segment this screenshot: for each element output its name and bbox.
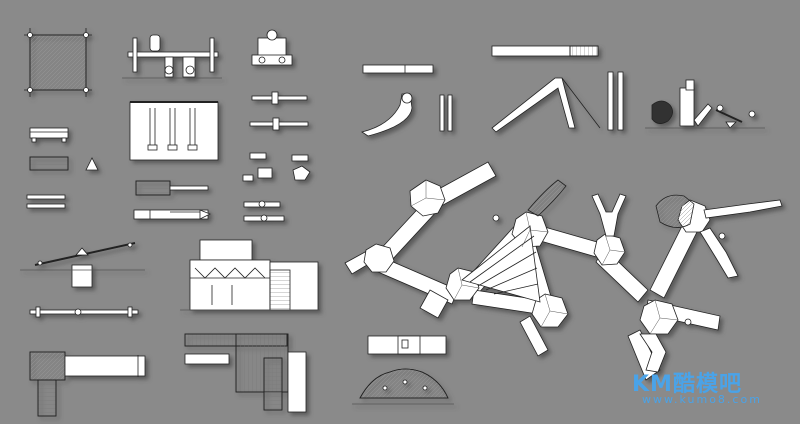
slide-elevation-short — [361, 92, 453, 137]
spring-bench-side — [135, 180, 209, 196]
balance-beam-2 — [249, 117, 309, 131]
bench-elevation — [29, 127, 69, 143]
spring-rider-top — [251, 29, 293, 66]
bench-plan — [29, 156, 99, 171]
playset-elevation — [645, 79, 765, 129]
watermark: KM酷模吧 www.kumo8.com — [632, 366, 782, 416]
balance-beam-1 — [251, 91, 308, 105]
seesaw-plan — [29, 306, 139, 318]
slide-elevation-long — [491, 71, 624, 133]
swing-elevation — [122, 34, 222, 79]
rock-climber — [352, 368, 454, 405]
bench-rails — [26, 194, 66, 209]
clubhouse-elevation — [180, 239, 320, 311]
spring-rider-plan — [243, 200, 285, 222]
slide-plan-long — [491, 45, 599, 57]
playground-complex-plan — [344, 161, 783, 381]
spring-animals — [242, 152, 311, 182]
spring-bench-plan — [133, 209, 211, 220]
watermark-title: KM酷模吧 — [632, 372, 742, 397]
slide-plan-short — [362, 64, 434, 74]
tunnel-side — [367, 335, 447, 355]
watermark-url: www.kumo8.com — [642, 393, 762, 406]
swing-frame-plan — [129, 101, 219, 161]
deck-platform-plan — [184, 333, 307, 413]
sandbox-plan — [24, 28, 92, 97]
tower-slide-plan — [29, 351, 146, 417]
seesaw-elevation — [20, 242, 145, 288]
